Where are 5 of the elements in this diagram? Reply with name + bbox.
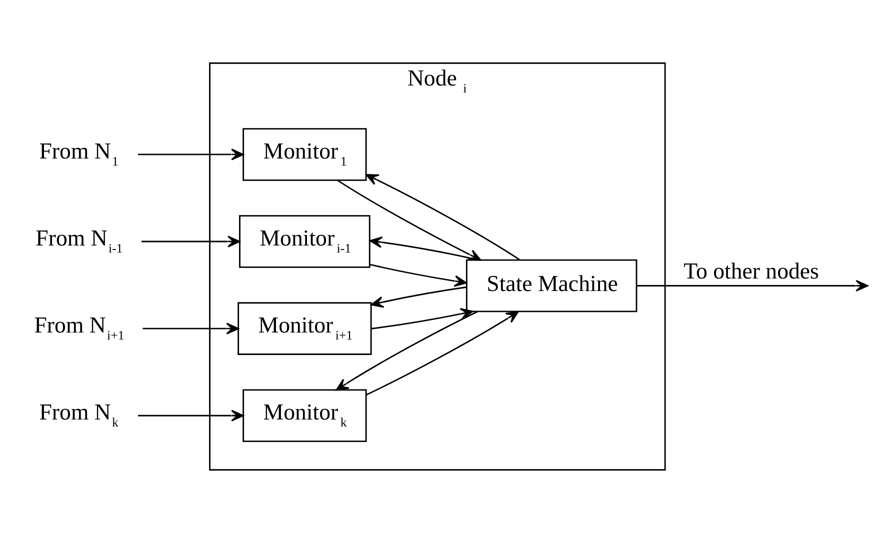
edge-label: To other nodes [684, 258, 819, 284]
node-text: From N$_{k}$ [39, 400, 118, 430]
node-text: From N$_{1}$ [39, 138, 118, 168]
node-text: From N$_{i-1}$ [36, 226, 123, 256]
node-text: From N$_{i+1}$ [34, 312, 124, 343]
